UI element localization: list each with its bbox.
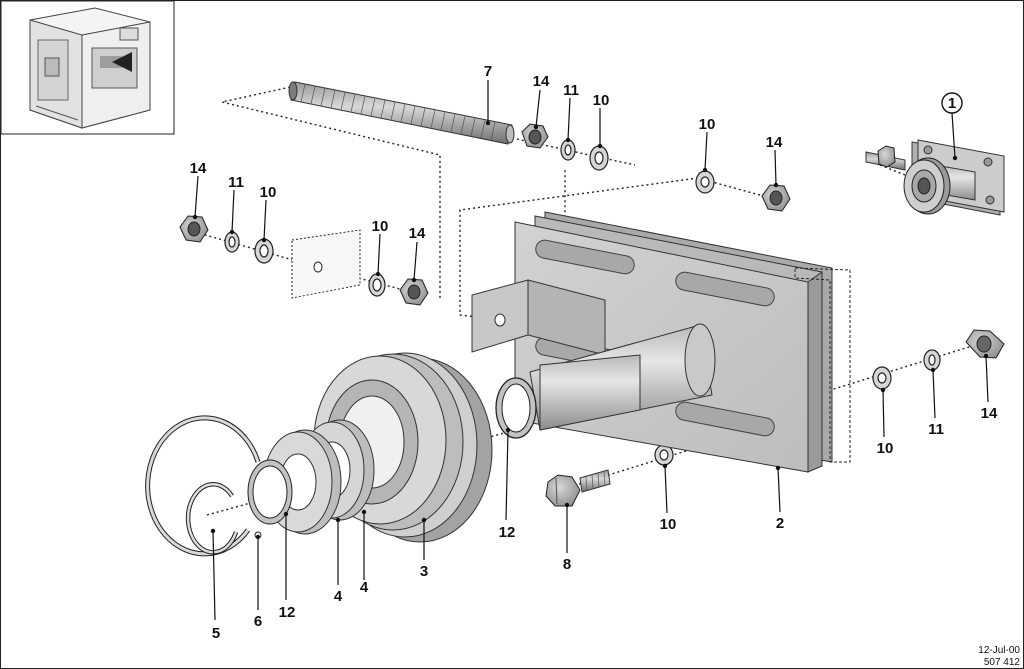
label-part-14: 14 [766, 134, 783, 151]
circlip-small [185, 482, 239, 555]
label-part-10: 10 [699, 116, 716, 133]
label-part-8: 8 [563, 556, 571, 573]
label-part-7: 7 [484, 63, 492, 80]
footer-date: 12-Jul-00 [978, 645, 1020, 656]
label-part-3: 3 [420, 563, 428, 580]
label-part-14: 14 [190, 160, 207, 177]
leader-lines [194, 80, 989, 621]
hex-nut-block [399, 278, 429, 306]
label-part-6: 6 [254, 613, 262, 630]
label-part-10: 10 [260, 184, 277, 201]
tensioner-assembly [865, 139, 1005, 216]
hex-nut-right [965, 329, 1005, 359]
hex-nut-upper-right [761, 184, 791, 212]
label-part-2: 2 [776, 515, 784, 532]
hex-nut-left [179, 215, 209, 243]
label-part-11: 11 [228, 174, 244, 191]
label-part-12: 12 [279, 604, 296, 621]
label-part-11: 11 [928, 421, 944, 438]
label-part-14: 14 [981, 405, 998, 422]
hex-bolt [545, 469, 611, 507]
hex-nut-top [521, 123, 549, 149]
label-part-11: 11 [563, 82, 579, 99]
label-part-14: 14 [533, 73, 550, 90]
footer-code: 507 412 [984, 657, 1021, 668]
spacer-ring-shaft [495, 377, 537, 439]
label-part-12: 12 [499, 524, 516, 541]
label-part-10: 10 [593, 92, 610, 109]
clamp-block [291, 229, 361, 299]
washers [224, 139, 941, 466]
shaft [529, 323, 716, 431]
label-part-10: 10 [877, 440, 894, 457]
label-part-10: 10 [660, 516, 677, 533]
threaded-rod [288, 81, 515, 145]
label-part-4: 4 [360, 579, 369, 596]
label-part-10: 10 [372, 218, 389, 235]
label-part-14: 14 [409, 225, 426, 242]
spacer-ring-front [247, 459, 293, 525]
leader-dots [192, 120, 989, 540]
machine-overview-inset [0, 0, 175, 135]
part-labels: 7 14 11 10 10 14 1 14 11 10 10 14 10 11 … [190, 63, 998, 642]
label-part-5: 5 [212, 625, 220, 642]
callout-circle-1 [941, 92, 963, 114]
label-part-4: 4 [334, 588, 343, 605]
label-part-1: 1 [948, 95, 956, 112]
